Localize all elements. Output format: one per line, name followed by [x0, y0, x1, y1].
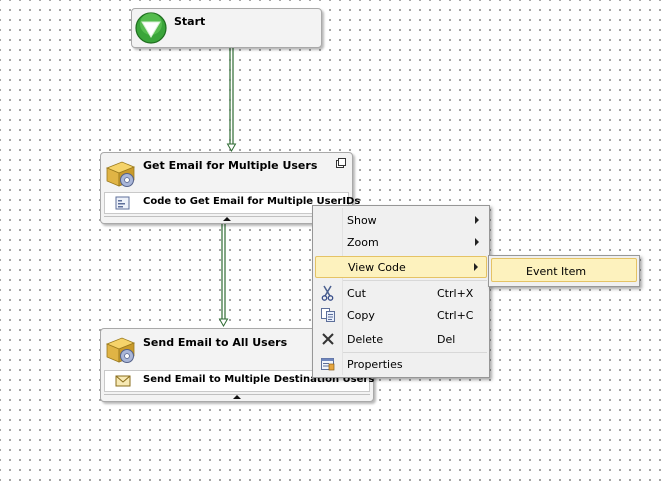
- node-footer: [104, 394, 370, 400]
- child-activity-row[interactable]: Send Email to Multiple Destination Users: [104, 370, 374, 392]
- menu-item-label: Delete: [347, 333, 384, 346]
- expand-arrow-icon[interactable]: [222, 217, 231, 221]
- delete-x-icon: [322, 333, 334, 345]
- start-arrow-icon: [135, 12, 167, 44]
- menu-item-delete[interactable]: Delete Del: [315, 328, 487, 350]
- menu-item-label: Zoom: [347, 236, 379, 249]
- submenu-arrow-icon: [474, 263, 478, 271]
- menu-item-shortcut: Del: [437, 333, 456, 346]
- menu-item-label: Copy: [347, 309, 375, 322]
- menu-item-copy[interactable]: Copy Ctrl+C: [315, 304, 487, 326]
- view-code-submenu: Event Item: [488, 255, 640, 287]
- menu-item-view-code[interactable]: View Code: [315, 256, 487, 278]
- submenu-item-event-item[interactable]: Event Item: [491, 258, 637, 282]
- copy-icon: [321, 308, 335, 322]
- menu-item-label: View Code: [348, 261, 406, 274]
- connector-get-email-to-send-email: [218, 224, 229, 328]
- context-menu: Show Zoom View Code Cut Ctrl+X Copy Ctrl…: [312, 205, 490, 378]
- menu-icon-gutter: [342, 208, 343, 375]
- menu-item-label: Show: [347, 214, 377, 227]
- start-activity[interactable]: Start: [131, 8, 322, 48]
- menu-item-shortcut: Ctrl+C: [437, 309, 474, 322]
- activity-title: Send Email to All Users: [143, 336, 288, 349]
- menu-item-zoom[interactable]: Zoom: [315, 231, 487, 253]
- submenu-arrow-icon: [475, 216, 479, 224]
- activity-get-email[interactable]: Get Email for Multiple Users Code to Get…: [100, 152, 360, 224]
- submenu-arrow-icon: [475, 238, 479, 246]
- connector-start-to-get-email: [226, 48, 237, 153]
- activity-title: Get Email for Multiple Users: [143, 159, 318, 172]
- email-envelope-icon: [115, 375, 131, 387]
- start-title: Start: [174, 15, 206, 28]
- menu-item-label: Properties: [347, 358, 403, 371]
- menu-item-label: Cut: [347, 287, 366, 300]
- expand-arrow-icon[interactable]: [233, 395, 241, 399]
- child-activity-label: Code to Get Email for Multiple UserIDs: [143, 196, 361, 207]
- menu-separator: [343, 352, 487, 353]
- code-activity-icon: [105, 161, 136, 187]
- child-activity-label: Send Email to Multiple Destination Users: [143, 374, 375, 385]
- child-activity-row[interactable]: Code to Get Email for Multiple UserIDs: [104, 192, 360, 214]
- menu-item-cut[interactable]: Cut Ctrl+X: [315, 282, 487, 304]
- node-footer: [104, 216, 349, 222]
- menu-item-label: Event Item: [526, 265, 587, 278]
- scissors-icon: [321, 285, 334, 301]
- menu-item-properties[interactable]: Properties: [315, 353, 487, 375]
- properties-icon: [321, 358, 335, 371]
- code-file-icon: [115, 196, 130, 210]
- menu-separator: [343, 280, 487, 281]
- code-activity-icon: [105, 337, 136, 363]
- menu-item-shortcut: Ctrl+X: [437, 287, 474, 300]
- collapse-window-icon[interactable]: [336, 158, 346, 168]
- menu-item-show[interactable]: Show: [315, 209, 487, 231]
